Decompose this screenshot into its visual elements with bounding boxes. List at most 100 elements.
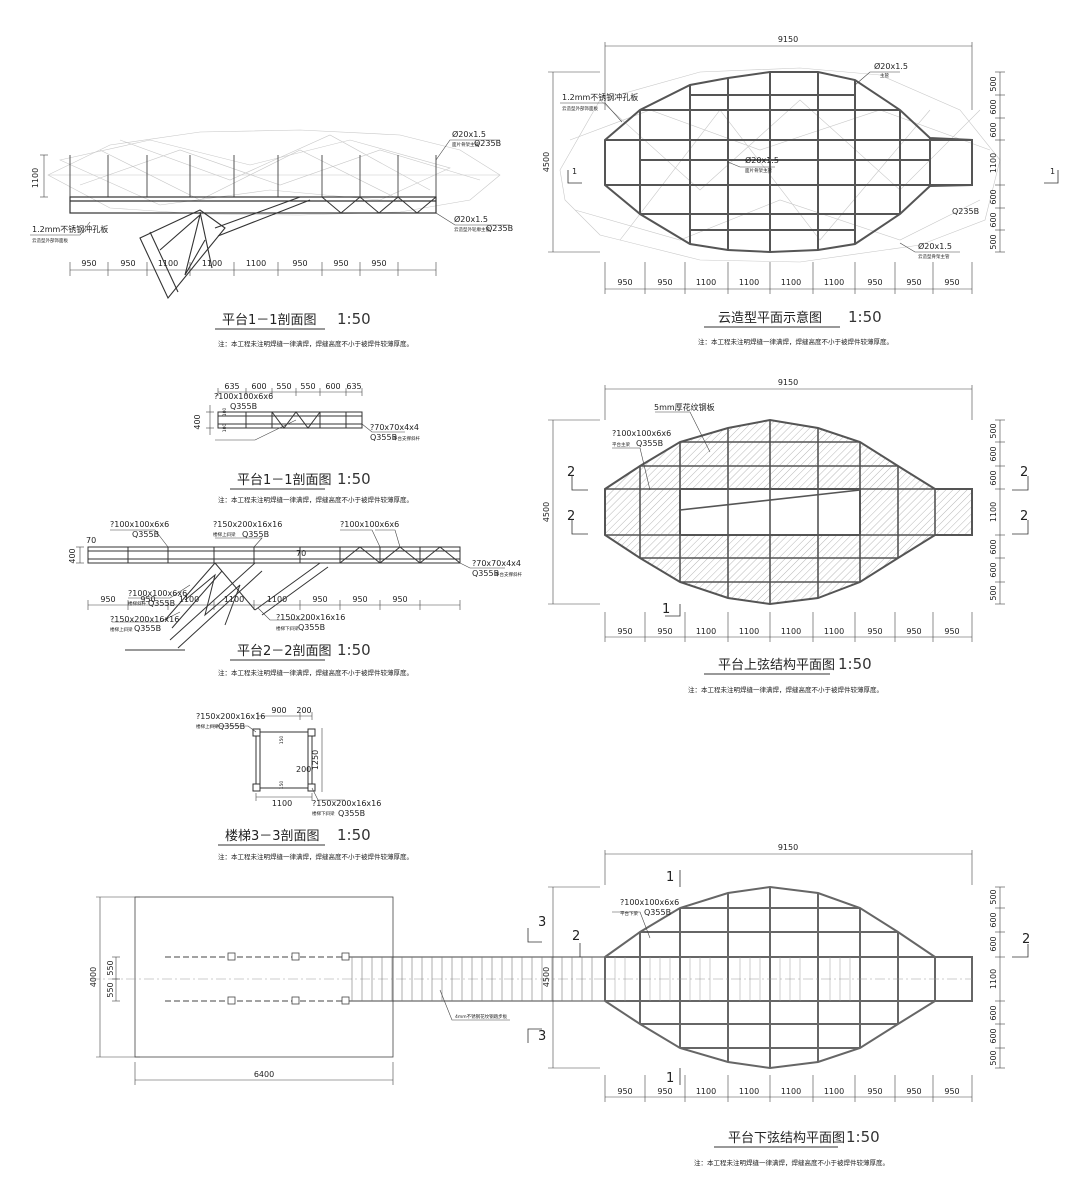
left-dim-text: 4500 (542, 967, 551, 987)
right-dim-2: 1250 (311, 750, 320, 770)
right-dim-1: 500 (989, 76, 998, 91)
view-note: 注：本工程未注明焊缝一律满焊，焊缝高度不小于被焊件较薄厚度。 (218, 852, 413, 861)
view-title: 平台1－1剖面图 (237, 473, 332, 488)
bottom-dim-texts: 950 950 1100 1100 1100 950 950 950 (100, 595, 407, 604)
lower-beam-grid (604, 885, 973, 1070)
truss (217, 411, 363, 429)
top-dim (604, 850, 973, 885)
deck (87, 546, 461, 564)
dim-70: 70 (86, 536, 96, 545)
stair-left-dim-1: 550 (106, 960, 115, 975)
plate-sub: 云造型外部饰面板 (32, 237, 68, 244)
bottom-dim-7: 950 (867, 627, 882, 636)
section-1-1-view-a: 1100 950 950 1100 1100 1100 950 950 950 … (30, 129, 513, 348)
stair-plan-view: 4000 550 550 6400 4mm不锈钢花纹钢踏步板 (89, 896, 605, 1085)
bottom-dim-4: 1100 (224, 595, 244, 604)
mark-1-bottom: 1 (666, 1071, 674, 1086)
section-markers (571, 476, 1029, 617)
left-dim-text: 400 (68, 548, 77, 563)
leaders (612, 411, 711, 491)
top-dim-1: 900 (271, 706, 286, 715)
bottom-dim-texts: 950 950 1100 1100 1100 1100 950 950 950 (617, 278, 959, 287)
right-dim-5: 600 (989, 1005, 998, 1020)
bottom-dim-9: 950 (944, 278, 959, 287)
grade-label: Q235B (952, 207, 979, 216)
bottom-dim-1: 950 (617, 278, 632, 287)
bottom-dim-3: 1100 (158, 259, 178, 268)
rhs-a-label: ?100x100x6x6 (110, 520, 169, 529)
bottom-dim-line (69, 262, 437, 276)
top-dim-2: 600 (251, 382, 266, 391)
bottom-dim-8: 950 (392, 595, 407, 604)
right-dim-5: 600 (989, 189, 998, 204)
view-scale: 1:50 (337, 641, 371, 659)
stair-left-dim-2: 550 (106, 982, 115, 997)
bottom-dim-1: 950 (617, 627, 632, 636)
left-dim-text: 4500 (542, 152, 551, 172)
left-dim-1: 400 (193, 414, 202, 429)
right-dim-7: 500 (989, 585, 998, 600)
bottom-dim (604, 1075, 973, 1102)
stair-bot-sub: 楼梯上斜梁 (110, 626, 133, 633)
bottom-dim-5: 1100 (781, 627, 801, 636)
right-dim-3: 600 (989, 470, 998, 485)
stair-top-grade: Q355B (242, 530, 269, 539)
bottom-dim-7: 950 (333, 259, 348, 268)
plate-label: 1.2mm不锈钢冲孔板 (32, 224, 108, 234)
right-dim (995, 886, 1005, 1069)
top-dim (257, 712, 313, 720)
treads (351, 957, 593, 1001)
height-dim-text: 1100 (31, 168, 40, 188)
stair-truss (125, 562, 329, 651)
rhs-sub: 平台主梁 (612, 441, 630, 448)
bot-label: ?150x200x16x16 (312, 799, 381, 808)
bottom-dim-3: 1100 (696, 1087, 716, 1096)
right-dim-7: 500 (989, 234, 998, 249)
angle-label: ?70x70x4x4 (370, 423, 419, 432)
stair-width-dim: 6400 (254, 1070, 274, 1079)
face-frame-verticals (69, 155, 437, 197)
bottom-dim-2: 950 (657, 627, 672, 636)
cloud-wireframe (47, 129, 501, 216)
mark-3-bottom: 3 (538, 1029, 546, 1044)
leaders (215, 419, 405, 441)
top-dim-text: 9150 (778, 843, 798, 852)
view-scale: 1:50 (848, 308, 882, 326)
view-title: 平台下弦结构平面图 (728, 1130, 845, 1146)
left-dim-2: 100 (222, 408, 228, 417)
view-title: 平台上弦结构平面图 (718, 657, 835, 673)
right-dim-4: 1100 (989, 153, 998, 173)
view-note: 注：本工程未注明焊缝一律满焊，焊缝高度不小于被焊件较薄厚度。 (698, 337, 893, 346)
section-markers (527, 870, 1029, 1085)
top-dim-text: 9150 (778, 378, 798, 387)
right-dim-6: 600 (989, 562, 998, 577)
leaders (560, 71, 960, 253)
stair-bot-grade: Q355B (134, 624, 161, 633)
pipe2-sub: 云造型外轮廓主管 (454, 226, 490, 233)
stair-stringers (90, 956, 605, 1002)
top-dim-6: 635 (346, 382, 361, 391)
leaders (110, 529, 505, 623)
view-scale: 1:50 (838, 655, 872, 673)
leaders (439, 989, 510, 1021)
stair-posts (227, 952, 350, 1005)
bottom-dim-6: 950 (292, 259, 307, 268)
view-note: 注：本工程未注明焊缝一律满焊，焊缝高度不小于被焊件较薄厚度。 (688, 685, 883, 694)
bottom-dim-4: 1100 (739, 627, 759, 636)
right-dim-6: 600 (989, 1028, 998, 1043)
lower-plan-view: 9150 (527, 843, 1030, 1167)
top-dim-4: 550 (300, 382, 315, 391)
view-scale: 1:50 (337, 470, 371, 488)
right-dim-texts: 500 600 600 1100 600 600 500 (989, 423, 998, 600)
stair-truss (139, 196, 311, 300)
view-note: 注：本工程未注明焊缝一律满焊，焊缝高度不小于被焊件较薄厚度。 (218, 339, 413, 348)
plate-label: 1.2mm不锈钢冲孔板 (562, 92, 638, 102)
bottom-dim-3: 1100 (179, 595, 199, 604)
cloud-frame (604, 71, 973, 254)
bottom-dim-6: 1100 (824, 627, 844, 636)
view-title: 云造型平面示意图 (718, 310, 822, 326)
right-dim-5: 600 (989, 539, 998, 554)
pipe-a-label: Ø20x1.5 (874, 61, 908, 71)
top-dim-2: 200 (296, 706, 311, 715)
